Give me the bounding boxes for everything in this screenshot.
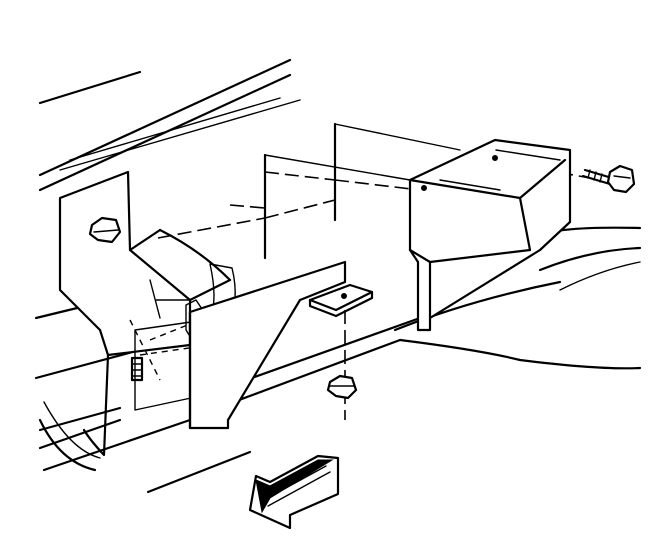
front-arrow-icon xyxy=(248,454,340,530)
bolt-icon xyxy=(581,164,636,194)
washer-plate-icon xyxy=(308,283,374,318)
plate-icon xyxy=(188,260,347,430)
box-bracket-icon xyxy=(408,138,572,332)
bolt-head-icon xyxy=(88,216,122,244)
nut-icon xyxy=(326,374,358,400)
